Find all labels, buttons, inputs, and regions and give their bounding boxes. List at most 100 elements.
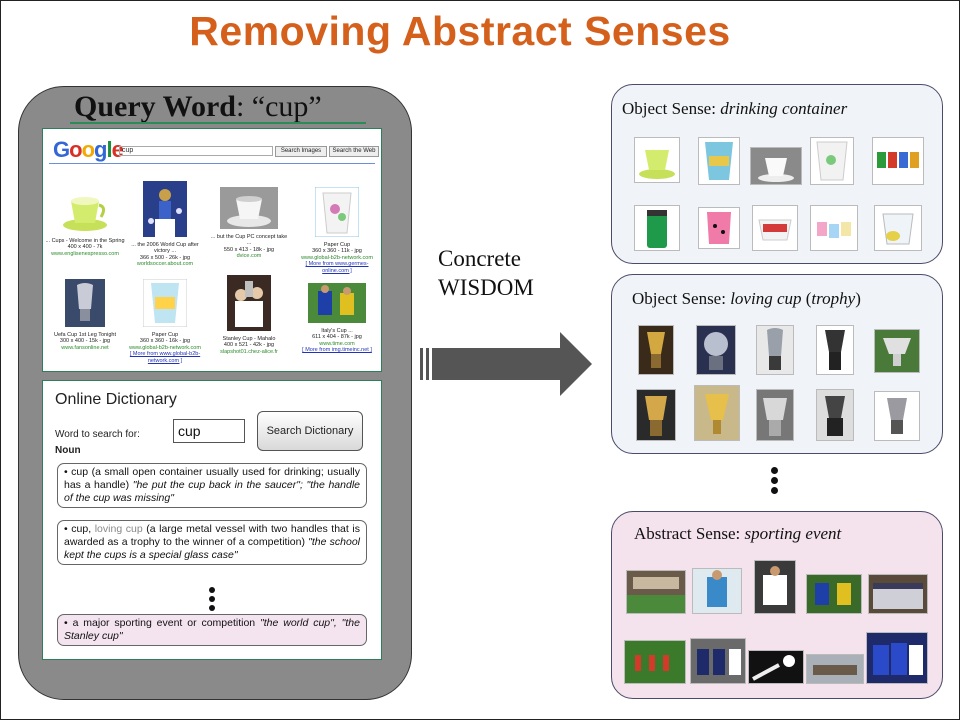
sense-prefix: Abstract Sense:: [634, 524, 745, 543]
sense-gloss: (a large metal vessel with two handles t…: [64, 523, 360, 548]
result-caption: ... the 2006 World Cup after victory ...: [131, 241, 199, 255]
result-source: www.fansonline.net: [61, 344, 109, 351]
sense-example: "the school kept the cups is a special g…: [64, 536, 361, 561]
result-more-link[interactable]: [ More from www.germes-online.com ]: [305, 261, 369, 274]
result-meta: 366 x 500 - 26k - jpg: [139, 254, 191, 261]
search-images-button[interactable]: Search Images: [275, 146, 327, 157]
trophy-thumbnail: [874, 329, 920, 373]
word-input[interactable]: cup: [173, 419, 245, 443]
stanley-cup-photo: [227, 275, 271, 331]
result-meta: 611 x 404 - 87k - jpg: [312, 334, 362, 340]
uefa-cup-image: [65, 279, 105, 327]
query-word: “cup”: [251, 90, 322, 123]
result-caption: Italy's Cup ...: [321, 327, 353, 334]
event-photo: [748, 650, 804, 684]
concrete-wisdom-label: Concrete WISDOM: [438, 244, 534, 302]
result-meta: 360 x 360 - 11k - jpg: [312, 248, 362, 254]
sense-prefix: Object Sense:: [632, 289, 731, 308]
sense-paren-open: (: [801, 289, 812, 308]
sense-text: a major sporting event or competition: [67, 617, 261, 629]
result-cell[interactable]: Uefa Cup 1st Leg Tonight 300 x 400 - 15k…: [45, 279, 125, 351]
world-cup-photo: [143, 181, 187, 237]
event-photo: [626, 570, 686, 614]
google-search-input[interactable]: cup: [119, 146, 273, 156]
sense-name: loving cup: [730, 289, 802, 308]
event-photo: [868, 574, 928, 614]
result-meta: 360 x 360 - 16k - jpg: [139, 338, 191, 344]
right-arrow-icon: [420, 332, 592, 396]
trophy-thumbnail: [874, 391, 920, 441]
result-cell[interactable]: Stanley Cup - Mahalo 400 x 521 - 42k - j…: [209, 275, 289, 355]
online-dictionary: Online Dictionary Word to search for: cu…: [42, 380, 382, 660]
sense-prefix: Object Sense:: [622, 99, 721, 118]
result-source: www.global-b2b-network.com: [301, 254, 373, 261]
sense-paren-close: ): [855, 289, 861, 308]
event-photo: [806, 654, 864, 684]
trophy-thumbnail: [694, 385, 740, 441]
more-senses-ellipsis: [209, 587, 215, 614]
sense-bullet: •: [64, 466, 68, 478]
result-caption: Paper Cup: [323, 241, 351, 248]
slide-title: Removing Abstract Senses: [189, 8, 731, 54]
result-cell[interactable]: Paper Cup 360 x 360 - 16k - jpg www.glob…: [125, 278, 205, 364]
result-source: www.time.com: [319, 340, 355, 347]
result-cell[interactable]: Italy's Cup ... 611 x 404 - 87k - jpg ww…: [297, 283, 377, 354]
result-source: dvice.com: [236, 253, 262, 259]
trophy-thumbnail: [756, 325, 794, 375]
more-senses-ellipsis: [771, 467, 778, 497]
trophy-thumbnail: [638, 325, 674, 375]
result-meta: 400 x 521 - 42k - jpg: [223, 342, 275, 348]
trophy-thumbnail: [816, 325, 854, 375]
sporting-event-panel: Abstract Sense: sporting event: [611, 511, 943, 699]
google-divider: [49, 163, 375, 164]
cup-thumbnail: [634, 137, 680, 183]
sense-text: cup (a small open container usually used…: [64, 466, 360, 491]
result-caption: Paper Cup: [151, 331, 179, 338]
query-sep: :: [235, 90, 252, 123]
result-cell[interactable]: ... Cups - Welcome in the Spring 400 x 4…: [45, 187, 125, 257]
italy-cup-photo: [308, 283, 366, 323]
result-cell[interactable]: ... but the Cup PC concept take ... 550 …: [209, 187, 289, 260]
sense-name: sporting event: [744, 524, 842, 543]
result-source: www.englisenespresso.com: [51, 250, 119, 257]
result-more-link[interactable]: [ More from www.global-b2b-network.com ]: [129, 351, 201, 364]
sense-name: drinking container: [720, 99, 848, 118]
event-photo: [690, 638, 746, 684]
result-source: www.global-b2b-network.com: [129, 344, 201, 351]
word-label: Word to search for:: [55, 429, 140, 440]
trophy-thumbnail: [636, 389, 676, 441]
event-photo: [806, 574, 862, 614]
paper-cup-image: [314, 186, 360, 238]
result-more-link[interactable]: [ More from img.timeinc.net ]: [302, 347, 372, 353]
google-logo: Google: [53, 137, 124, 162]
sense-synonym: loving cup: [94, 523, 143, 535]
sense-drinking-container: • cup (a small open container usually us…: [57, 463, 367, 508]
sense-example: "he put the cup back in the saucer"; "th…: [64, 479, 360, 504]
result-cell[interactable]: ... the 2006 World Cup after victory ...…: [125, 181, 205, 268]
mid-line-1: Concrete: [438, 246, 522, 271]
query-heading: Query Word: “cup”: [74, 90, 322, 124]
search-dictionary-button[interactable]: Search Dictionary: [257, 411, 363, 451]
trophy-thumbnail: [816, 389, 854, 441]
mid-line-2: WISDOM: [438, 275, 534, 300]
cup-thumbnail: [810, 205, 858, 251]
sense-loving-cup: • cup, loving cup (a large metal vessel …: [57, 520, 367, 565]
event-photo: [692, 568, 742, 614]
paper-cup-image: [142, 278, 188, 328]
cup-thumbnail: [698, 137, 740, 185]
sense-bullet: •: [64, 523, 68, 535]
pos-label: Noun: [55, 445, 81, 456]
sense-example: "the world cup", "the Stanley cup": [64, 617, 360, 642]
cup-thumbnail: [810, 137, 854, 185]
panel-title: Object Sense: loving cup (trophy): [632, 289, 861, 309]
cup-image: [63, 197, 107, 231]
result-caption: ... but the Cup PC concept take ...: [210, 233, 288, 247]
trophy-thumbnail: [756, 389, 794, 441]
query-underline: [70, 122, 366, 124]
result-cell[interactable]: Paper Cup 360 x 360 - 11k - jpg www.glob…: [297, 186, 377, 274]
loving-cup-panel: Object Sense: loving cup (trophy): [611, 274, 943, 454]
result-caption: Uefa Cup 1st Leg Tonight: [54, 331, 116, 338]
drinking-container-panel: Object Sense: drinking container: [611, 84, 943, 264]
search-web-button[interactable]: Search the Web: [329, 146, 379, 157]
query-label: Query Word: [74, 90, 236, 123]
